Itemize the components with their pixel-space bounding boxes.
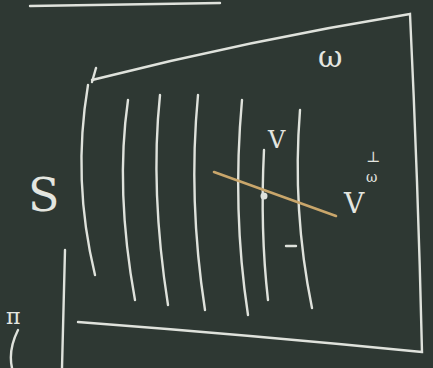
board-curve <box>11 330 18 368</box>
surface-corner <box>92 68 96 82</box>
vector-v <box>263 150 268 300</box>
surface-outline <box>78 14 422 352</box>
leaf-curve <box>123 100 135 300</box>
vector-label: V <box>268 128 285 152</box>
leaf-curve <box>156 95 168 305</box>
vector-v-perp <box>214 172 336 216</box>
board-line <box>30 3 220 6</box>
base-point <box>261 193 268 200</box>
form-label: ω <box>318 42 342 72</box>
leaf-curve <box>238 100 248 315</box>
map-label: π <box>6 306 20 328</box>
leaf-curve <box>298 110 312 308</box>
surface-label: S <box>28 172 60 218</box>
projection-line <box>62 250 65 368</box>
leaf-curve <box>194 95 205 310</box>
vector-label: V <box>344 190 364 218</box>
chalk-mark <box>286 245 296 247</box>
perp-symbol: ⊥ <box>366 150 380 165</box>
surface-left-edge <box>81 85 95 275</box>
form-subscript: ω <box>366 170 377 184</box>
